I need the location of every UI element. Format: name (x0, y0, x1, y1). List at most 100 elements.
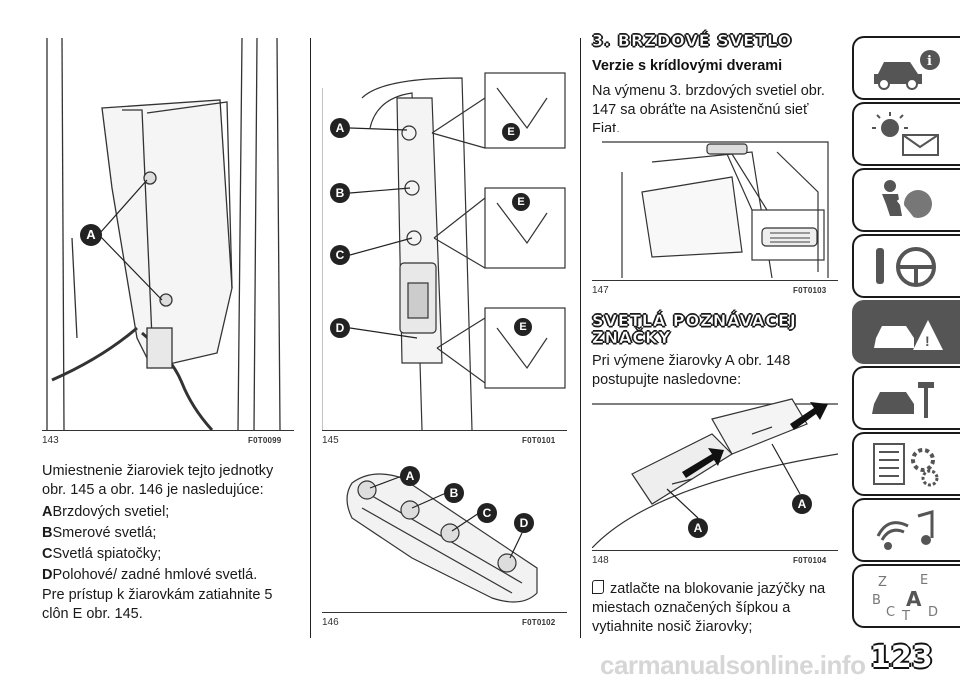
figure-146-leader-lines (369, 475, 523, 559)
figure-148-illustration (592, 398, 838, 548)
tab-emergency[interactable]: ! (852, 300, 960, 364)
figure-146-label-d-marker: D (514, 513, 534, 533)
figure-146-illustration (346, 473, 538, 603)
figure-147-illustration (602, 141, 829, 278)
tab-safety[interactable] (852, 168, 960, 232)
figure-146-label-b: B (449, 486, 459, 500)
index-letter: Z (878, 575, 887, 590)
figure-148-label-a2-marker: A (792, 494, 812, 514)
maintenance-car-icon (872, 382, 934, 418)
figure-146-number: 146 (322, 617, 339, 628)
figure-147-code: F0T0103 (793, 286, 827, 295)
license-plate-paragraph: Pri výmene žiarovky A obr. 148 postupujt… (592, 353, 791, 388)
figure-145-code: F0T0101 (522, 436, 556, 445)
index-letter: T (901, 609, 910, 622)
list-item-text: Brzdových svetiel; (52, 504, 170, 520)
figure-143: A (42, 38, 294, 430)
figure-145-label-a-marker: A (330, 118, 350, 138)
figure-145-label-e1: E (507, 126, 515, 138)
section-heading-license-plate-line2: ZNAČKY (592, 328, 672, 347)
index-letter: E (920, 573, 928, 588)
list-item-key: A (42, 504, 53, 520)
figure-146-label-a: A (405, 469, 415, 483)
list-item-key: D (42, 567, 53, 583)
figure-147 (592, 132, 838, 278)
figure-145-number: 145 (322, 435, 339, 446)
emergency-car-icon: ! (874, 320, 943, 350)
bulb-location-list: ABrzdových svetiel; BSmerové svetlá; CSv… (42, 502, 292, 586)
figure-145-rule (322, 430, 567, 431)
index-icon: Z E B A C T D (872, 573, 938, 622)
bullet-step: zatlačte na blokovanie jazýčky na miesta… (592, 580, 842, 637)
figure-145-label-d: D (335, 321, 345, 335)
svg-text:i: i (927, 54, 932, 69)
figure-148-label-a2: A (797, 497, 807, 511)
figure-146-rule (322, 612, 567, 613)
figure-145-label-b-marker: B (330, 183, 350, 203)
multimedia-icon (876, 510, 934, 550)
figure-145-label-c: C (335, 248, 345, 262)
figure-146-label-d: D (519, 516, 529, 530)
figure-143-label-a-marker: A (80, 224, 102, 246)
figure-145-label-e1-marker: E (502, 123, 520, 141)
tab-technical-data[interactable] (852, 432, 960, 496)
figure-145: A B C D E E E (322, 38, 567, 430)
subheading-wing-doors: Verzie s krídlovými dverami (592, 58, 783, 74)
index-letter: B (872, 593, 881, 608)
figure-148: A A (592, 394, 838, 548)
list-item-text: Svetlá spiatočky; (52, 546, 162, 562)
column-divider (310, 38, 311, 638)
tab-starting-driving[interactable] (852, 234, 960, 298)
tab-index[interactable]: Z E B A C T D (852, 564, 960, 628)
list-item: DPolohové/ zadné hmlové svetlá. (42, 565, 292, 586)
figure-145-label-a: A (335, 121, 345, 135)
figure-143-rule (42, 430, 294, 431)
figure-148-number: 148 (592, 555, 609, 566)
figure-145-label-d-marker: D (330, 318, 350, 338)
figure-145-label-e3-marker: E (514, 318, 532, 336)
index-letter: C (886, 605, 895, 620)
figure-148-leader-lines (666, 443, 801, 519)
column-divider-right (580, 38, 581, 638)
list-item: CSvetlá spiatočky; (42, 544, 292, 565)
figure-146-label-a-marker: A (400, 466, 420, 486)
section-heading-license-plate-line1: SVETLÁ POZNÁVACEJ (592, 311, 797, 330)
list-item: ABrzdových svetiel; (42, 502, 292, 523)
dashboard-lights-icon (872, 112, 939, 156)
list-item-text: Smerové svetlá; (52, 525, 157, 541)
figure-146-label-c-marker: C (477, 503, 497, 523)
figure-145-leader-lines (349, 127, 418, 339)
figure-146-code: F0T0102 (522, 618, 556, 627)
list-item-key: C (42, 546, 53, 562)
intro-paragraph: Umiestnenie žiaroviek tejto jednotky obr… (42, 463, 274, 498)
figure-145-label-e3: E (519, 321, 527, 333)
page-number: 123 (870, 640, 933, 675)
figure-147-number: 147 (592, 285, 609, 296)
figure-147-rule (592, 280, 838, 281)
svg-text:!: ! (925, 333, 930, 349)
brake-light-paragraph: Na výmenu 3. brzdových svetiel obr. 147 … (592, 83, 825, 137)
figure-148-label-a1-marker: A (688, 518, 708, 538)
list-item: BSmerové svetlá; (42, 523, 292, 544)
index-letter: D (928, 605, 938, 620)
figure-143-illustration (46, 38, 281, 430)
safety-airbag-icon (882, 180, 932, 221)
steering-wheel-icon (876, 247, 936, 287)
figure-143-label-a: A (86, 227, 96, 242)
outro-paragraph: Pre prístup k žiarovkám zatiahnite 5 clô… (42, 587, 273, 622)
tab-multimedia[interactable] (852, 498, 960, 562)
figure-145-label-e2: E (517, 196, 525, 208)
figure-143-code: F0T0099 (248, 436, 282, 445)
figure-145-label-b: B (335, 186, 345, 200)
tab-maintenance[interactable] (852, 366, 960, 430)
figure-148-code: F0T0104 (793, 556, 827, 565)
figure-143-number: 143 (42, 435, 59, 446)
technical-data-icon (873, 443, 939, 487)
tab-dashboard-lights[interactable] (852, 102, 960, 166)
tab-car-info[interactable]: i (852, 36, 960, 100)
figure-146-label-b-marker: B (444, 483, 464, 503)
figure-143-leader-lines (99, 179, 163, 301)
index-letter: A (906, 587, 922, 611)
figure-145-label-e2-marker: E (512, 193, 530, 211)
figure-148-rule (592, 550, 838, 551)
